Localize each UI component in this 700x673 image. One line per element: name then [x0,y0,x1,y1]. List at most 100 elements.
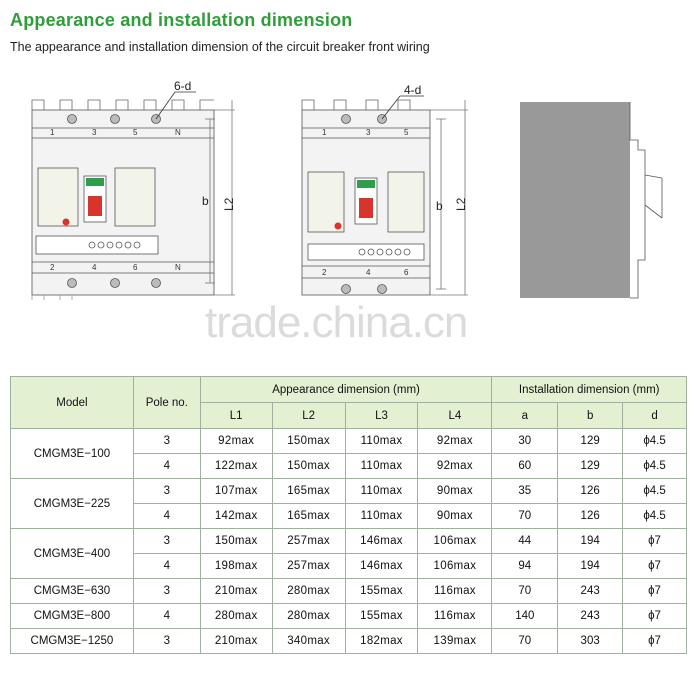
header-a: a [491,402,559,429]
l1-cell: 142max [199,503,273,529]
page-title: Appearance and installation dimension [10,10,353,30]
l2-cell: 257max [271,553,346,579]
l2-cell: 150max [271,453,346,479]
l2-cell: 280max [271,578,346,604]
l2-cell: 150max [271,428,346,454]
model-cell: CMGM3E−800 [10,603,134,629]
l1-cell: 280max [199,603,273,629]
l1-cell: 122max [199,453,273,479]
l1-cell: 107max [199,478,273,504]
model-cell: CMGM3E−1250 [10,628,134,654]
l4-cell: 92max [417,428,493,454]
l4-cell: 106max [417,528,493,554]
pole-cell: 3 [132,578,201,604]
table-row: CMGM3E−800 4 280max 280max 155max 116max… [10,603,687,629]
svg-text:1: 1 [50,128,55,137]
l3-cell: 155max [344,603,419,629]
svg-text:2: 2 [322,268,327,277]
l4-cell: 116max [417,603,493,629]
model-cell: CMGM3E−630 [10,578,134,604]
b-cell: 129 [557,428,624,454]
l2-cell: 165max [271,478,346,504]
header-l2: L2 [271,402,346,429]
d-cell: ϕ7 [622,628,687,654]
pole-cell: 3 [132,478,201,504]
side-view-drawing [520,102,663,299]
l2-cell: 165max [271,503,346,529]
d-cell: ϕ4.5 [622,503,687,529]
a-cell: 35 [491,478,559,504]
l4-cell: 90max [417,478,493,504]
model-cell: CMGM3E−100 [10,428,134,479]
three-pole-hole-label: 4-d [404,83,421,97]
l3-cell: 146max [344,528,419,554]
svg-text:3: 3 [366,128,371,137]
table-row: 4 142max 165max 110max 90max 70 126 ϕ4.5 [11,503,687,529]
pole-cell: 4 [132,603,201,629]
header-l1: L1 [199,402,273,429]
l2-cell: 280max [271,603,346,629]
l1-cell: 210max [199,628,273,654]
header-pole: Pole no. [132,376,201,429]
svg-text:N: N [175,128,181,137]
a-cell: 70 [491,578,559,604]
d-cell: ϕ4.5 [622,453,687,479]
four-pole-hole-label: 6-d [174,79,191,93]
four-pole-terminal-labels: 1 3 5 N 2 4 6 N [50,128,181,272]
watermark: trade.china.cn [205,298,468,347]
l2-cell: 257max [271,528,346,554]
svg-text:N: N [175,263,181,272]
pole-cell: 4 [132,453,201,479]
a-cell: 70 [491,503,559,529]
three-pole-dim-l2: L2 [454,197,468,211]
d-cell: ϕ7 [622,528,687,554]
table-row: CMGM3E−630 3 210max 280max 155max 116max… [10,578,687,604]
pole-cell: 3 [132,528,201,554]
header-b: b [557,402,624,429]
l3-cell: 182max [344,628,419,654]
l4-cell: 92max [417,453,493,479]
svg-text:4: 4 [366,268,371,277]
l2-cell: 340max [271,628,346,654]
b-cell: 194 [557,553,624,579]
l3-cell: 110max [344,428,419,454]
l1-cell: 150max [199,528,273,554]
l4-cell: 139max [417,628,493,654]
dimension-table: Model Pole no. Appearance dimension (mm)… [10,376,687,654]
l1-cell: 92max [199,428,273,454]
page-subtitle: The appearance and installation dimensio… [10,40,430,54]
l3-cell: 110max [344,453,419,479]
l4-cell: 106max [417,553,493,579]
header-l3: L3 [344,402,419,429]
svg-text:6: 6 [133,263,138,272]
b-cell: 126 [557,478,624,504]
a-cell: 60 [491,453,559,479]
l3-cell: 155max [344,578,419,604]
four-pole-dim-l2: L2 [222,197,236,211]
table-row: CMGM3E−1250 3 210max 340max 182max 139ma… [10,628,687,654]
header-installation: Installation dimension (mm) [491,376,687,403]
table-row: CMGM3E−400 3 150max 257max 146max 106max… [10,528,687,579]
a-cell: 70 [491,628,559,654]
svg-text:5: 5 [133,128,138,137]
pole-cell: 3 [132,628,201,654]
svg-text:6: 6 [404,268,409,277]
four-pole-breaker-drawing [31,91,235,300]
a-cell: 44 [491,528,559,554]
model-cell: CMGM3E−400 [10,528,134,579]
svg-text:4: 4 [92,263,97,272]
a-cell: 140 [491,603,559,629]
b-cell: 194 [557,528,624,554]
svg-text:5: 5 [404,128,409,137]
b-cell: 243 [557,578,624,604]
b-cell: 243 [557,603,624,629]
pole-cell: 4 [132,503,201,529]
svg-text:3: 3 [92,128,97,137]
three-pole-breaker-drawing [301,95,468,296]
header-model: Model [10,376,134,429]
d-cell: ϕ7 [622,603,687,629]
d-cell: ϕ7 [622,553,687,579]
pole-cell: 3 [132,428,201,454]
b-cell: 126 [557,503,624,529]
breaker-drawings: 1 3 5 N 2 4 6 N 6-d b L2 [31,79,663,300]
